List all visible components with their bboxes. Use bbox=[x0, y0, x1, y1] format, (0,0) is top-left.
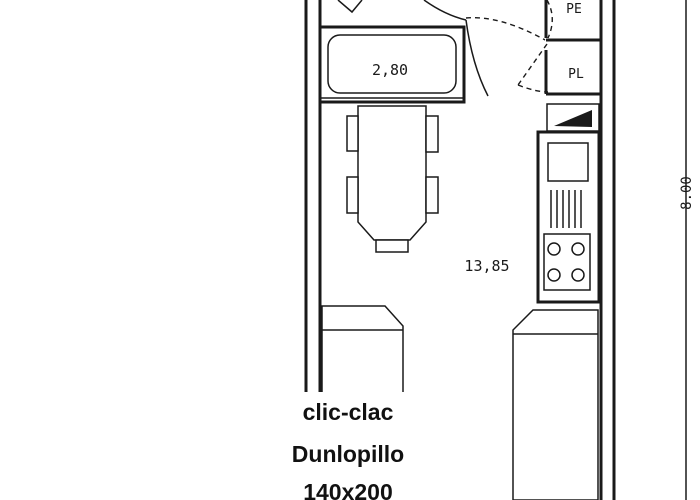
cabinet-hood bbox=[554, 110, 592, 127]
bathroom-door-arc-top bbox=[423, 0, 467, 21]
main-room-area-label: 13,85 bbox=[464, 257, 509, 275]
kitchenette bbox=[536, 103, 601, 304]
caption-line-1: clic-clac bbox=[303, 399, 394, 425]
caption-line-2: Dunlopillo bbox=[292, 441, 404, 467]
entrance-door-arc-high bbox=[546, 0, 553, 39]
cooktop bbox=[543, 233, 591, 291]
door-swing-dashed bbox=[465, 16, 546, 41]
burner-1 bbox=[547, 242, 561, 256]
chair-right-top bbox=[425, 115, 439, 153]
drainer bbox=[550, 190, 582, 228]
entrance-closets: PE PL bbox=[465, 0, 601, 96]
caption-line-3: 140x200 bbox=[303, 479, 393, 500]
chair-left-bottom bbox=[346, 176, 359, 214]
chair-right-bottom bbox=[425, 176, 439, 214]
burner-3 bbox=[547, 268, 561, 282]
bathroom-door-swing bbox=[465, 19, 489, 97]
toilet-outline bbox=[337, 0, 363, 14]
burner-4 bbox=[571, 268, 585, 282]
kitchen-counter bbox=[536, 130, 601, 304]
burner-2 bbox=[571, 242, 585, 256]
entrance-door-arc-low bbox=[517, 84, 549, 93]
chair-bottom bbox=[375, 239, 409, 253]
bathtub bbox=[327, 34, 457, 94]
closet-pl-label: PL bbox=[568, 67, 584, 82]
closet-pe-label: PE bbox=[566, 2, 582, 17]
entrance-door-leaf bbox=[517, 43, 548, 86]
chair-left-top bbox=[346, 115, 359, 152]
bed-right bbox=[512, 309, 599, 500]
sofa-caption: clic-clac Dunlopillo 140x200 bbox=[262, 392, 434, 500]
bathroom: 2,80 bbox=[318, 0, 489, 104]
dining-set bbox=[346, 105, 439, 253]
sink bbox=[547, 142, 589, 182]
dimension-label: 8.00 bbox=[679, 176, 695, 210]
bathroom-area-label: 2,80 bbox=[372, 61, 408, 79]
caption-backdrop bbox=[262, 392, 434, 500]
dining-table bbox=[357, 105, 427, 241]
